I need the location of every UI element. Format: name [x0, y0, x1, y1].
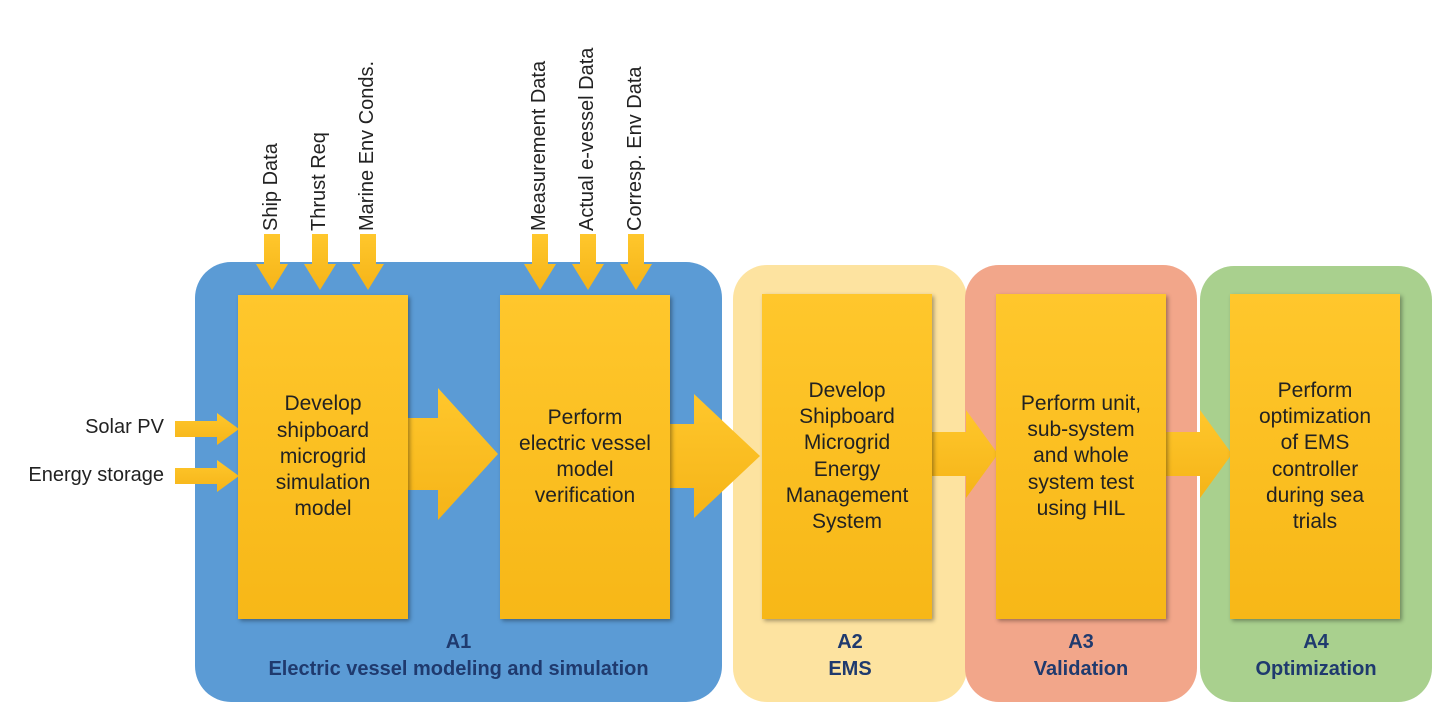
box-line: Perform	[547, 405, 623, 429]
right-arrow-solar-pv	[175, 413, 239, 445]
box-line: and whole	[1033, 444, 1129, 468]
box-line: shipboard	[276, 418, 370, 442]
box-line: of EMS	[1280, 431, 1350, 455]
down-arrow-thrust-req	[304, 234, 336, 290]
box-line: Shipboard	[799, 405, 895, 428]
down-arrow-actual-evessel	[572, 234, 604, 290]
input-label-thrust-req: Thrust Req	[308, 132, 330, 231]
box-line: verification	[534, 484, 636, 508]
input-label-marine-env: Marine Env Conds.	[356, 60, 378, 231]
box-line: trials	[1292, 510, 1338, 533]
box-line: System	[811, 510, 882, 533]
box-line: Management	[785, 483, 909, 507]
right-arrow-energy-storage	[175, 460, 239, 492]
box-line: Perform unit,	[1020, 391, 1142, 415]
process-box-model-verification: Perform electric vessel model verificati…	[500, 295, 670, 619]
down-arrow-measurement	[524, 234, 556, 290]
panel-id: A4	[1303, 631, 1329, 653]
box-line: Energy	[813, 457, 881, 481]
panel-caption-a3: A3 Validation	[965, 629, 1197, 683]
input-label-corresp-env-data: Corresp. Env Data	[624, 66, 646, 231]
panel-title: Electric vessel modeling and simulation	[268, 658, 649, 680]
panel-id: A3	[1068, 631, 1094, 653]
box-line: Perform	[1277, 378, 1353, 402]
box-line: using HIL	[1036, 496, 1126, 520]
down-arrow-ship-data	[256, 234, 288, 290]
box-line: optimization	[1258, 405, 1372, 428]
box-line: electric vessel	[519, 431, 651, 455]
box-line: sub-system	[1027, 418, 1135, 442]
process-box-simulation-model: Develop shipboard microgrid simulation m…	[238, 295, 408, 619]
process-box-ems: Develop Shipboard Microgrid Energy Manag…	[762, 294, 932, 619]
panel-caption-a1: A1 Electric vessel modeling and simulati…	[195, 629, 722, 683]
flow-arrow-3	[932, 410, 998, 498]
box-line: system test	[1027, 470, 1135, 494]
box-line: model	[556, 458, 614, 481]
flow-arrow-4	[1166, 410, 1232, 498]
down-arrow-corresp-env	[620, 234, 652, 290]
box-line: Develop	[808, 378, 886, 402]
down-arrow-marine-env	[352, 234, 384, 290]
input-label-solar-pv: Solar PV	[85, 416, 164, 438]
box-line: Develop	[284, 392, 362, 416]
input-label-ship-data: Ship Data	[260, 143, 282, 231]
box-line: Microgrid	[803, 431, 891, 455]
box-line: model	[294, 497, 352, 521]
box-line: microgrid	[279, 444, 367, 468]
process-box-hil-test: Perform unit, sub-system and whole syste…	[996, 294, 1166, 619]
box-line: during sea	[1265, 483, 1365, 507]
box-line: controller	[1271, 457, 1359, 481]
process-box-optimization: Perform optimization of EMS controller d…	[1230, 294, 1400, 619]
input-label-measurement-data: Measurement Data	[528, 60, 550, 231]
panel-id: A1	[445, 631, 472, 653]
panel-caption-a4: A4 Optimization	[1200, 629, 1432, 683]
flow-arrow-2	[670, 394, 760, 518]
panel-title: EMS	[828, 658, 872, 680]
input-label-actual-evessel-data: Actual e-vessel Data	[576, 47, 598, 231]
panel-title: Optimization	[1255, 658, 1377, 680]
panel-caption-a2: A2 EMS	[733, 629, 967, 683]
flow-arrow-1	[408, 388, 498, 520]
box-line: simulation	[275, 471, 371, 495]
panel-id: A2	[837, 631, 863, 653]
panel-title: Validation	[1033, 658, 1129, 680]
input-label-energy-storage: Energy storage	[28, 464, 164, 486]
